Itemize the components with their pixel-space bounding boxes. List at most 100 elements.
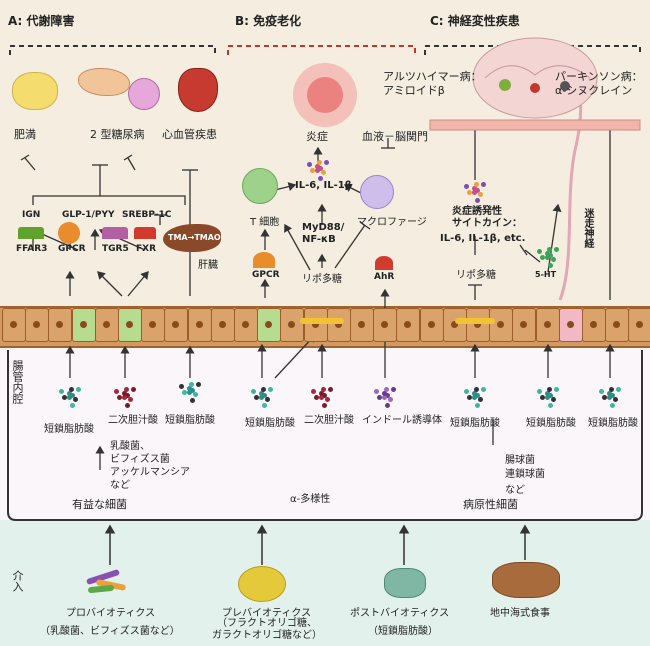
heart-icon	[178, 68, 218, 112]
metabolite-dot	[609, 402, 615, 408]
postbiotics-title: ポストバイオティクス	[350, 608, 450, 619]
b-lumen-scfa: 短鎖脂肪酸	[245, 418, 295, 429]
c-cytokines: IL-6, IL-1β, etc.	[440, 233, 526, 244]
receptor-ffar3: FFAR3	[16, 244, 48, 254]
liver-icon	[163, 224, 221, 252]
islet-cell-icon	[128, 78, 160, 110]
metabolite-dot	[545, 391, 551, 397]
metabolite-dot	[195, 381, 201, 387]
macrophage-icon	[360, 175, 394, 209]
epithelial-cell	[373, 308, 398, 342]
metabolite-dot	[125, 393, 130, 398]
epithelial-cell	[94, 308, 119, 342]
metabolite-dot	[121, 394, 127, 400]
ahr-icon	[375, 256, 393, 270]
metabolite-dot	[327, 386, 333, 392]
metabolite-dot	[615, 386, 621, 392]
metabolite-dot	[544, 394, 550, 400]
epithelial-cell	[164, 308, 189, 342]
metabolite-dot	[117, 395, 123, 400]
tgr5-receptor-icon	[102, 227, 128, 239]
metabolite-dot	[536, 389, 542, 395]
epithelial-cell	[326, 308, 351, 342]
epithelial-cell	[48, 308, 73, 342]
metabolite-dot	[467, 395, 473, 400]
metabolite-dot	[324, 396, 330, 402]
c-lps-bar	[455, 318, 495, 324]
metabolite-dot	[606, 394, 612, 400]
bacteria-list-1: 乳酸菌、	[110, 441, 150, 452]
metabolite-dot	[474, 402, 480, 408]
gut-lumen-label: 腸管内腔	[11, 360, 24, 404]
metabolite-dot	[536, 249, 542, 255]
metabolite-dot	[127, 396, 133, 402]
metabolite-dot	[480, 181, 486, 187]
c-lumen-scfa-3: 短鎖脂肪酸	[588, 418, 638, 429]
mediterranean-title: 地中海式食事	[490, 608, 550, 619]
metabolite-dot	[321, 402, 327, 408]
epithelial-cell	[466, 308, 490, 342]
metabolite-dot	[475, 188, 480, 193]
metabolite-dot	[250, 389, 256, 395]
metabolite-dot	[318, 394, 324, 400]
disease-cardiovascular: 心血管疾患	[162, 128, 217, 141]
metabolite-dot	[612, 396, 618, 402]
metabolite-dot	[124, 402, 130, 408]
metabolite-dot	[258, 394, 264, 400]
c-lps: リポ多糖	[456, 270, 496, 281]
inflammation-label: 炎症	[306, 130, 328, 143]
metabolite-dot	[187, 386, 193, 392]
postbiotics-sub: （短鎖脂肪酸）	[368, 626, 438, 637]
t-cell-icon	[242, 168, 278, 204]
b-cytokines: IL-6, IL-1β	[295, 180, 352, 191]
metabolite-dot	[385, 393, 390, 398]
b-lps: リポ多糖	[302, 274, 342, 285]
epithelial-cell	[628, 308, 650, 342]
metabolite-dot	[186, 389, 192, 395]
pathogen-list-3: など	[505, 485, 525, 496]
metabolite-dot	[320, 169, 326, 175]
metabolite-dot	[189, 397, 195, 403]
epithelial-cell	[582, 308, 606, 342]
a-lumen-bile: 二次胆汁酸	[108, 415, 158, 426]
c-lumen-scfa-1: 短鎖脂肪酸	[450, 418, 500, 429]
metabolite-dot	[547, 262, 553, 268]
metabolite-dot	[471, 189, 477, 195]
epithelial-cell	[558, 308, 583, 342]
metabolite-dot	[70, 393, 75, 398]
metabolite-dot	[544, 254, 550, 260]
metabolite-dot	[477, 191, 483, 197]
metabolite-dot	[323, 159, 329, 165]
metabolite-dot	[384, 402, 390, 408]
a-lumen-scfa-2: 短鎖脂肪酸	[165, 415, 215, 426]
epithelial-cell	[350, 308, 374, 342]
metabolite-dot	[259, 391, 265, 397]
metabolite-dot	[254, 395, 260, 400]
metabolite-dot	[190, 388, 195, 393]
prebiotics-title: プレバイオティクス	[222, 608, 312, 619]
pathogenic-bacteria-label: 病原性細菌	[463, 498, 518, 511]
metabolite-dot	[475, 393, 480, 398]
metabolite-dot	[318, 166, 323, 171]
metabolite-dot	[306, 162, 312, 168]
metabolite-dot	[178, 384, 184, 390]
brain-illustration	[472, 37, 598, 119]
receptor-tgr5: TGR5	[102, 244, 129, 254]
metabolite-dot	[471, 394, 477, 400]
metabolite-dot	[547, 247, 553, 253]
metabolite-dot	[540, 255, 546, 260]
metabolite-dot	[474, 197, 480, 203]
fat-cells-icon	[12, 72, 58, 110]
metabolite-dot	[322, 393, 327, 398]
metabolite-dot	[472, 186, 478, 192]
alzheimers-label: アルツハイマー病： アミロイドβ	[383, 70, 482, 97]
metabolite-dot	[310, 168, 316, 173]
pathogen-list-2: 連鎖球菌	[505, 469, 545, 480]
epithelial-cell	[71, 308, 96, 342]
vagus-nerve-label: 迷走神経	[582, 208, 593, 248]
metabolite-dot	[66, 394, 72, 400]
metabolite-dot	[381, 394, 387, 400]
metabolite-dot	[62, 395, 68, 400]
metabolite-dot	[598, 389, 604, 395]
